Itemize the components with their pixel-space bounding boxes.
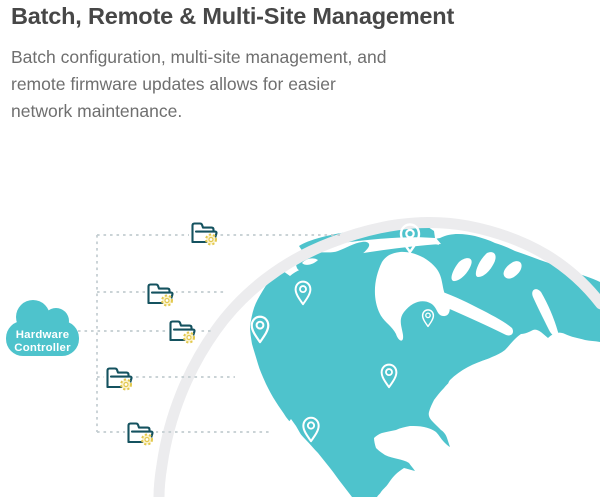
bering-curl bbox=[302, 258, 318, 265]
st-lawrence-gulf bbox=[448, 358, 494, 388]
page-title: Batch, Remote & Multi-Site Management bbox=[11, 3, 455, 29]
config-folders bbox=[102, 218, 222, 446]
north-america-map bbox=[250, 226, 600, 497]
continent-shape bbox=[250, 234, 600, 497]
hardware-controller-cloud: Hardware Controller bbox=[6, 300, 79, 356]
cloud-icon bbox=[6, 300, 79, 356]
arctic-channel-2 bbox=[475, 252, 496, 277]
page-description: Batch configuration, multi-site manageme… bbox=[11, 44, 386, 125]
cloud-label-line-2: Controller bbox=[14, 342, 71, 354]
folder-gear-icon bbox=[165, 316, 200, 344]
davis-strait bbox=[532, 289, 559, 337]
arctic-channel-1 bbox=[451, 258, 472, 282]
arctic-sea-gap bbox=[283, 238, 441, 276]
gulf-of-california bbox=[288, 419, 310, 456]
hudson-bay bbox=[374, 251, 450, 341]
globe-arc bbox=[153, 216, 600, 497]
folder-gear-icon bbox=[187, 218, 222, 246]
cloud-label-line-1: Hardware bbox=[16, 329, 70, 341]
description-line-1: Batch configuration, multi-site manageme… bbox=[11, 47, 387, 67]
folder-gear-icon bbox=[102, 363, 137, 391]
hudson-strait bbox=[436, 290, 514, 336]
folder-gear-icon bbox=[123, 418, 158, 446]
alaska-shape bbox=[296, 241, 370, 272]
description-line-3: network maintenance. bbox=[11, 101, 183, 121]
description-line-2: remote firmware updates allows for easie… bbox=[11, 74, 336, 94]
folder-gear-icon bbox=[143, 279, 178, 307]
arctic-channel-3 bbox=[503, 261, 522, 279]
